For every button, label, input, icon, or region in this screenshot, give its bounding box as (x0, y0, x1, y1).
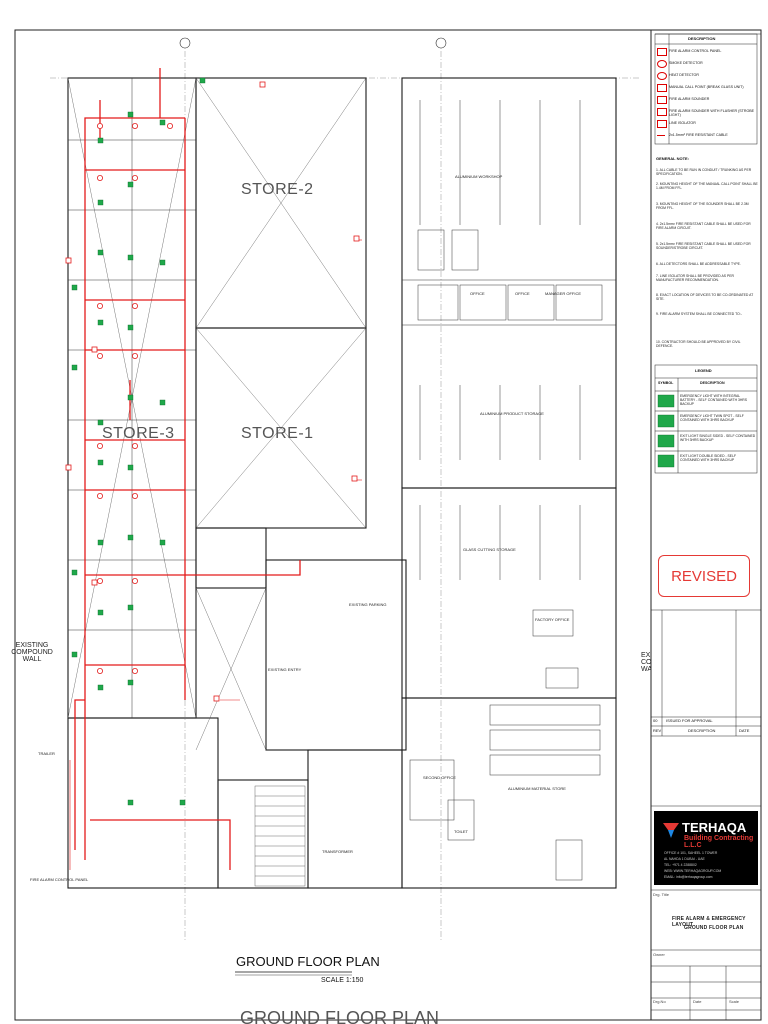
store-diagonals (67, 77, 367, 751)
company-web: WEB: WWW.TERHAQAGROUP.COM (664, 869, 722, 873)
legend-header: DESCRIPTION (688, 36, 716, 41)
plan-title: GROUND FLOOR PLAN (236, 954, 380, 969)
existing-wall-label-left: EXISTING COMPOUND WALL (11, 642, 53, 663)
company-subtitle: Building Contracting L.L.C (684, 835, 754, 849)
legend-row: MANUAL CALL POINT (BREAK GLASS UNIT) (655, 83, 761, 92)
terhaqa-logo-icon (663, 823, 679, 838)
emergency-legend-col-description: DESCRIPTION (700, 381, 725, 385)
drawing-title-line-2: GROUND FLOOR PLAN (684, 925, 744, 931)
stair-hatch (254, 785, 306, 887)
room-label: OFFICE (515, 291, 530, 296)
room-label: FACTORY OFFICE (535, 617, 570, 622)
room-label: SECOND OFFICE (423, 775, 456, 780)
existing-wall-label-right: EXI CO WA (641, 652, 651, 673)
room-label: MANAGER OFFICE (545, 291, 582, 296)
company-address-1: OFFICE # 101, SAHEEL 1 TOWER (664, 851, 718, 855)
revision-head-rev: REV (653, 728, 662, 733)
room-label: GLASS CUTTING STORAGE (463, 547, 516, 552)
revision-code: 00 (653, 718, 658, 723)
room-label: TRAILER (38, 751, 55, 756)
emergency-lights (71, 77, 206, 806)
room-label: ALUMINIUM WORKSHOP (455, 174, 503, 179)
note-item: 6. ALL DETECTORS SHALL BE ADDRESSABLE TY… (656, 262, 741, 266)
room-label: OFFICE (470, 291, 485, 296)
title-label: Drg. Title (653, 892, 670, 897)
company-name: TERHAQA (682, 820, 747, 835)
drg-no-label: Drg.No (653, 999, 666, 1004)
store-1-label: STORE-1 (241, 425, 314, 442)
note-item: 4. 2x1.5mm² FIRE RESISTANT CABLE SHALL B… (656, 222, 751, 231)
note-item: 8. EXACT LOCATION OF DEVICES TO BE CO-OR… (656, 293, 754, 302)
room-label: EXISTING PARKING (349, 602, 387, 607)
legend-row: FIRE ALARM CONTROL PANEL (655, 47, 761, 56)
room-label: ALUMINIUM PRODUCT STORAGE (480, 411, 544, 416)
legend-row: SMOKE DETECTOR (655, 59, 761, 68)
fire-alarm-circuit-secondary (69, 239, 362, 870)
emergency-legend-item: EMERGENCY LIGHT TWIN SPOT - SELF CONTAIN… (680, 414, 744, 423)
emergency-legend-col-symbol: SYMBOL (658, 381, 674, 385)
emergency-legend-item: EMERGENCY LIGHT WITH INTEGRAL BATTERY - … (680, 394, 748, 407)
note-item: 3. MOUNTING HEIGHT OF THE SOUNDER SHALL … (656, 202, 749, 211)
revision-text: ISSUED FOR APPROVAL (666, 718, 713, 723)
date-label: Date (693, 999, 702, 1004)
room-label: TOILET (454, 829, 468, 834)
note-item: 2. MOUNTING HEIGHT OF THE MANUAL CALL PO… (656, 182, 758, 191)
legend-row: FIRE ALARM SOUNDER (655, 95, 761, 104)
room-label: FIRE ALARM CONTROL PANEL (30, 877, 89, 882)
room-label: TRANSFORMER (322, 849, 353, 854)
revision-head-date: DATE (739, 728, 750, 733)
note-item: 1. ALL CABLE TO BE RUN IN CONDUIT / TRUN… (656, 168, 752, 177)
drawing-title-line-1: FIRE ALARM & EMERGENCY LAYOUT (672, 916, 746, 928)
company-phone: TEL: +971 4 2288802 (664, 863, 697, 867)
legend-row: HEAT DETECTOR (655, 71, 761, 80)
company-logo-block: TERHAQA Building Contracting L.L.C OFFIC… (654, 811, 758, 885)
fire-devices (65, 81, 360, 702)
revised-stamp: REVISED (658, 555, 750, 597)
company-email: EMAIL: info@terhaqagroup.com (664, 875, 713, 879)
emergency-legend-header: LEGEND (695, 368, 712, 373)
right-panel-grid (651, 33, 761, 1020)
room-label: EXISTING ENTRY (268, 667, 302, 672)
plan-title-repeat: GROUND FLOOR PLAN (240, 1009, 440, 1024)
plan-scale: SCALE 1:150 (321, 977, 364, 984)
note-item: 5. 2x1.5mm² FIRE RESISTANT CABLE SHALL B… (656, 242, 751, 251)
note-item: 9. FIRE ALARM SYSTEM SHALL BE CONNECTED … (656, 312, 742, 316)
legend-row: 2x1.5mm² FIRE RESISTANT CABLE (655, 131, 761, 140)
emergency-legend-item: EXIT LIGHT DOUBLE SIDED - SELF CONTAINED… (680, 454, 737, 463)
fire-alarm-circuit (74, 68, 301, 870)
note-item: 10. CONTRACTOR SHOULD BE APPROVED BY CIV… (656, 340, 741, 349)
store-3-label: STORE-3 (102, 425, 175, 442)
building-walls (67, 77, 617, 889)
notes-header: GENERAL NOTE: (656, 156, 690, 161)
room-label: ALUMINIUM MATERIAL STORE (508, 786, 566, 791)
note-item: 7. LINE ISOLATOR SHALL BE PROVIDED AS PE… (656, 274, 734, 283)
store-2-label: STORE-2 (241, 181, 314, 198)
workshop-racks (402, 100, 616, 881)
owner-label: Owner (653, 952, 665, 957)
legend-row: FIRE ALARM SOUNDER WITH FLASHER (STROBE … (655, 107, 761, 117)
legend-row: LINE ISOLATOR (655, 119, 761, 128)
emergency-legend-item: EXIT LIGHT SINGLE SIDED - SELF CONTAINED… (680, 434, 756, 443)
company-address-2: AL NAHDA 1 DUBAI - UAE (664, 857, 705, 861)
revision-head-desc: DESCRIPTION (688, 728, 716, 733)
scale-label: Scale (729, 999, 740, 1004)
emergency-legend-swatches (657, 394, 675, 468)
